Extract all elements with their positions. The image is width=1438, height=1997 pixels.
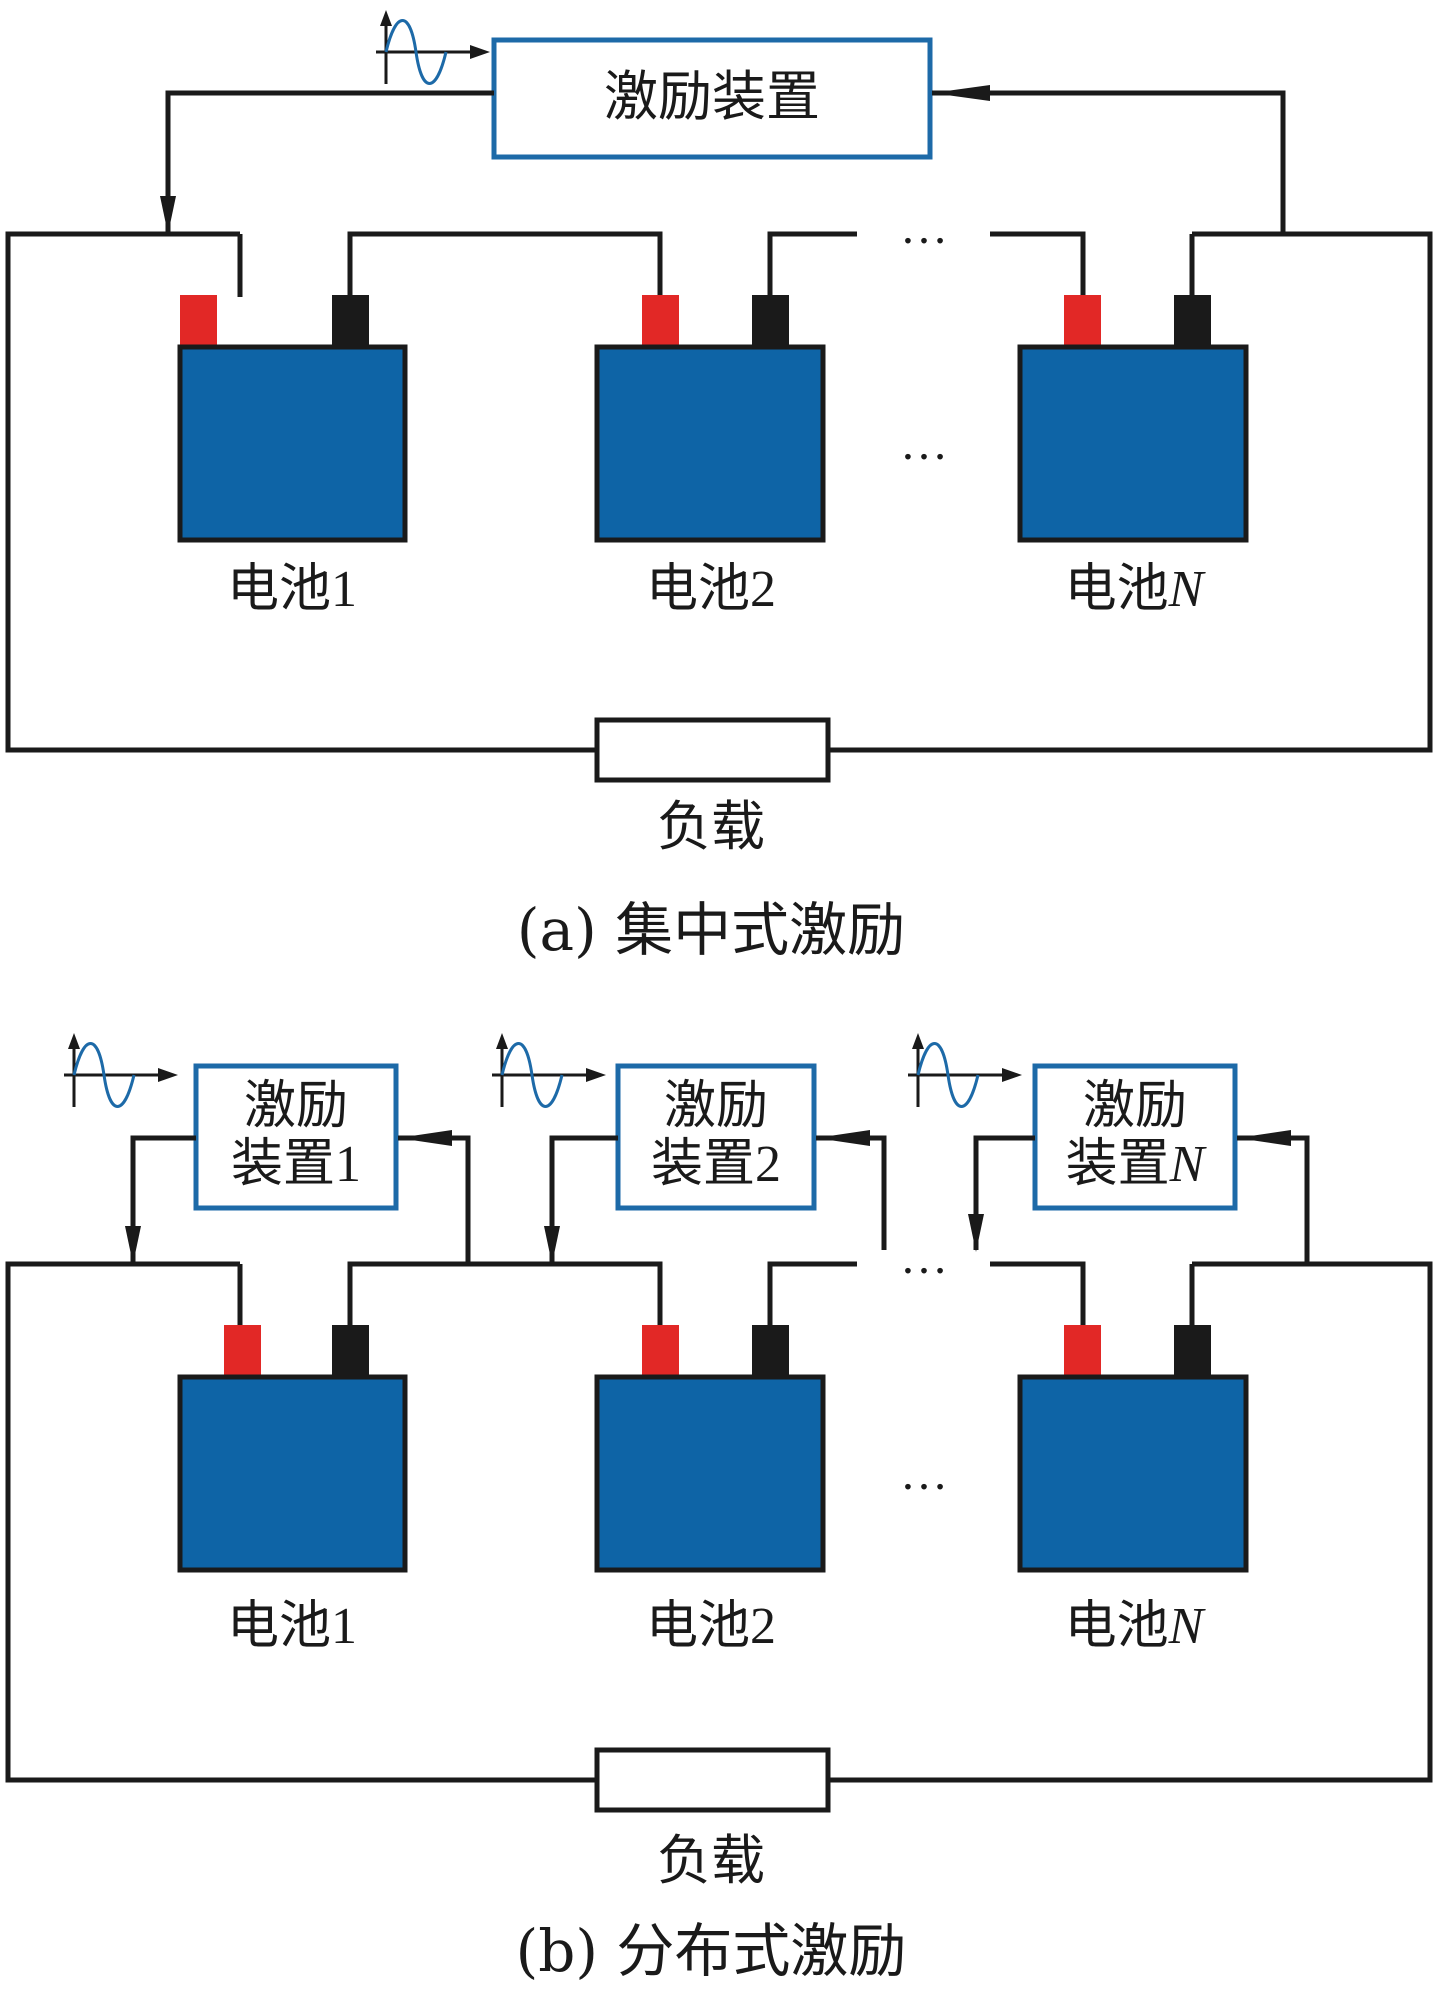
excitation-device-box bbox=[491, 37, 933, 160]
battery-ellipsis: … bbox=[900, 1447, 952, 1500]
arrow-left-icon bbox=[932, 85, 990, 101]
sine-signal-icon bbox=[908, 1033, 1022, 1108]
caption-a: (a) 集中式激励 bbox=[516, 896, 906, 964]
excitation-device-label: 激励装置 bbox=[604, 65, 820, 128]
device-input-wire bbox=[932, 90, 1286, 234]
caption-b: (b) 分布式激励 bbox=[515, 1917, 907, 1985]
battery-N bbox=[1017, 295, 1249, 543]
wire-ellipsis: … bbox=[900, 201, 952, 254]
device-2-input-wire bbox=[816, 1135, 887, 1250]
sine-signal-icon bbox=[376, 10, 490, 85]
excitation-device-2-label: 激励装置2 bbox=[650, 1076, 782, 1195]
battery-ellipsis: … bbox=[900, 417, 952, 470]
device-1-output-wire bbox=[130, 1135, 196, 1262]
battery-1 bbox=[177, 295, 408, 543]
battery-1-label: 电池1 bbox=[226, 559, 358, 619]
device-N-input-wire bbox=[1237, 1135, 1310, 1264]
battery-1 bbox=[177, 1325, 408, 1573]
arrow-left-icon bbox=[398, 1130, 452, 1146]
device-output-wire bbox=[165, 90, 494, 232]
arrow-down-icon bbox=[544, 1226, 560, 1264]
cell-link-wire-dots-N bbox=[990, 1261, 1086, 1327]
battery-N-label: 电池N bbox=[1064, 1596, 1204, 1656]
outer-loop-wire bbox=[5, 231, 1433, 753]
outer-loop-wire bbox=[5, 1261, 1433, 1783]
load-resistor bbox=[594, 717, 831, 783]
cell-link-wire-dots-N bbox=[990, 231, 1086, 297]
device-N-output-wire bbox=[973, 1135, 1035, 1250]
wire-ellipsis: … bbox=[900, 1231, 952, 1284]
arrow-down-icon bbox=[160, 196, 176, 234]
diagram-a bbox=[5, 10, 1433, 783]
battery-2 bbox=[594, 295, 826, 543]
excitation-device-1-box bbox=[193, 1063, 399, 1211]
excitation-device-N-box bbox=[1032, 1063, 1238, 1211]
load-label: 负载 bbox=[657, 795, 765, 858]
battery-N bbox=[1017, 1325, 1249, 1573]
arrow-down-icon bbox=[125, 1226, 141, 1264]
device-1-input-wire bbox=[398, 1135, 471, 1264]
cell-link-wire-1-2 bbox=[347, 1261, 663, 1327]
arrow-left-icon bbox=[1237, 1130, 1291, 1146]
cell-link-wire-2-dots bbox=[767, 231, 857, 297]
excitation-device-N-label: 激励装置N bbox=[1065, 1076, 1205, 1195]
cell-link-wire-1-2 bbox=[347, 231, 663, 297]
battery-N-label: 电池N bbox=[1064, 559, 1204, 619]
sine-signal-icon bbox=[64, 1033, 178, 1108]
battery-2-label: 电池2 bbox=[645, 1596, 777, 1656]
excitation-device-1-label: 激励装置1 bbox=[230, 1076, 362, 1195]
cell-link-wire-2-dots bbox=[767, 1261, 857, 1327]
battery-1-label: 电池1 bbox=[226, 1596, 358, 1656]
load-label: 负载 bbox=[657, 1829, 765, 1892]
sine-signal-icon bbox=[492, 1033, 606, 1108]
diagram-b bbox=[5, 1033, 1433, 1813]
arrow-down-icon bbox=[968, 1214, 984, 1252]
device-2-output-wire bbox=[549, 1135, 618, 1262]
battery-2 bbox=[594, 1325, 826, 1573]
load-resistor bbox=[594, 1747, 831, 1813]
arrow-left-icon bbox=[816, 1130, 870, 1146]
battery-2-label: 电池2 bbox=[645, 559, 777, 619]
